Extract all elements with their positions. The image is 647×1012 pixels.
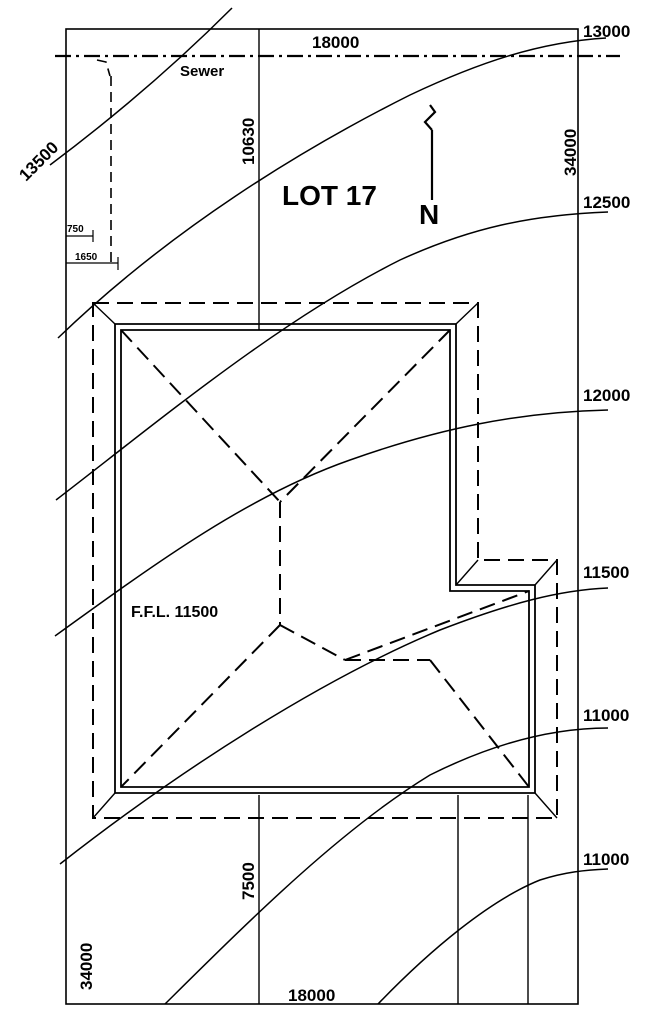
contour-label-12500: 12500	[583, 193, 630, 212]
offset-dimension-750	[66, 230, 94, 242]
contour-label-12000: 12000	[583, 386, 630, 405]
contour-label-11000-upper: 11000	[583, 706, 629, 725]
ffl-label: F.F.L. 11500	[131, 604, 218, 621]
north-label: N	[419, 199, 439, 230]
roof-hip-lines	[120, 329, 530, 788]
contour-line-12500	[55, 211, 609, 501]
contour-line-13000	[57, 37, 607, 339]
offset-1650-label: 1650	[75, 252, 98, 263]
sewer-connection-line	[96, 59, 112, 262]
contour-label-11000-lower: 11000	[583, 850, 629, 869]
right-depth-label: 34000	[561, 129, 580, 176]
contour-line-11500	[59, 587, 609, 865]
house-wall-outer	[114, 323, 536, 794]
left-depth-label: 34000	[77, 943, 96, 990]
front-setback-label: 10630	[239, 118, 258, 165]
contour-label-11500: 11500	[583, 563, 629, 582]
rear-setback-label: 7500	[239, 862, 258, 900]
contour-line-13500	[49, 7, 233, 166]
lot-boundary	[65, 28, 579, 1005]
eave-corner-ties	[92, 302, 558, 819]
offset-dimension-1650	[66, 257, 119, 270]
house-wall-inner	[120, 329, 530, 788]
bottom-width-label: 18000	[288, 986, 335, 1005]
sewer-label: Sewer	[180, 63, 224, 80]
contour-line-11000-upper	[164, 727, 609, 1005]
contour-label-13000: 13000	[583, 22, 630, 41]
contour-line-12000	[54, 409, 609, 637]
contour-line-11000-lower	[377, 868, 609, 1005]
offset-750-label: 750	[67, 224, 84, 235]
north-arrow-icon	[423, 104, 437, 200]
top-width-label: 18000	[312, 33, 359, 52]
lot-title: LOT 17	[282, 180, 377, 211]
